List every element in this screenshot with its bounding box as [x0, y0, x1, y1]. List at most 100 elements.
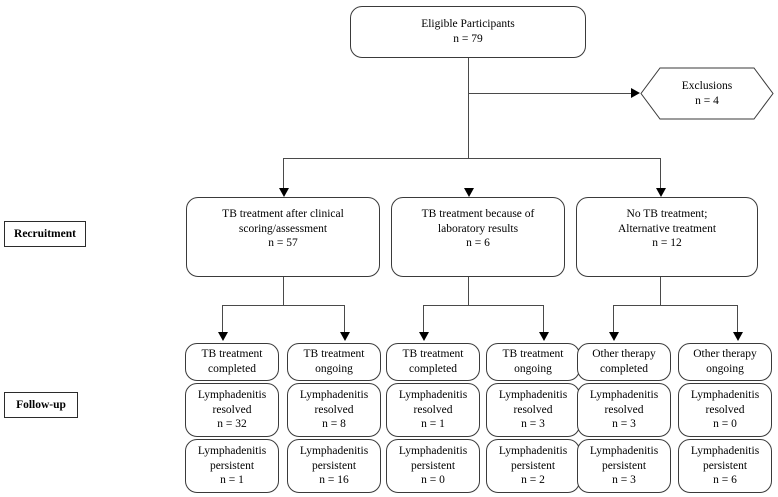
node-followup-persistent-3: Lymphadenitis persistent n = 0 [386, 439, 480, 493]
followup-4-persistent-count: n = 2 [521, 474, 545, 487]
followup-5-header-line1: Other therapy [592, 348, 656, 361]
node-eligible-participants: Eligible Participants n = 79 [350, 6, 586, 58]
connector-split-left-2 [423, 305, 424, 333]
followup-5-resolved-count: n = 3 [612, 418, 636, 431]
followup-4-persistent-line1: Lymphadenitis [498, 445, 568, 458]
followup-6-header-line2: ongoing [706, 363, 744, 375]
followup-1-resolved-count: n = 32 [217, 418, 247, 431]
connector-split-bar-1 [222, 305, 345, 306]
node-followup-resolved-6: Lymphadenitis resolved n = 0 [678, 383, 772, 437]
connector-recruitment-distribution-bar [283, 158, 661, 159]
node-recruitment-clinical-scoring: TB treatment after clinical scoring/asse… [186, 197, 380, 277]
node-followup-resolved-4: Lymphadenitis resolved n = 3 [486, 383, 580, 437]
exclusions-count: n = 4 [695, 94, 719, 107]
followup-5-header-line2: completed [600, 363, 648, 375]
connector-split-stem-2 [468, 277, 469, 305]
connector-split-left-3 [613, 305, 614, 333]
followup-6-resolved-count: n = 0 [713, 418, 737, 431]
eligible-participants-title: Eligible Participants [421, 18, 515, 31]
followup-2-persistent-line2: persistent [311, 459, 357, 472]
followup-3-header-line1: TB treatment [402, 348, 464, 361]
followup-3-resolved-line1: Lymphadenitis [398, 389, 468, 402]
arrow-down-icon-followup-5 [609, 332, 619, 341]
connector-split-right-3 [737, 305, 738, 333]
followup-4-resolved-count: n = 3 [521, 418, 545, 431]
followup-5-resolved-line2: resolved [604, 403, 644, 416]
node-followup-persistent-6: Lymphadenitis persistent n = 6 [678, 439, 772, 493]
connector-split-right-1 [344, 305, 345, 333]
arrow-down-icon-followup-3 [419, 332, 429, 341]
eligible-participants-count: n = 79 [453, 33, 483, 45]
followup-5-persistent-line2: persistent [601, 459, 647, 472]
recruitment-3-line1: No TB treatment; [626, 208, 708, 220]
followup-6-persistent-line2: persistent [702, 459, 748, 472]
recruitment-3-count: n = 12 [652, 237, 682, 250]
node-followup-header-4: TB treatment ongoing [486, 343, 580, 381]
recruitment-1-count: n = 57 [268, 237, 298, 250]
followup-2-resolved-line2: resolved [314, 403, 354, 416]
connector-trunk-vertical [468, 58, 469, 158]
connector-exclusions-horizontal [468, 93, 631, 94]
node-followup-resolved-1: Lymphadenitis resolved n = 32 [185, 383, 279, 437]
recruitment-2-line2: laboratory results [437, 222, 519, 235]
followup-6-persistent-count: n = 6 [713, 474, 737, 487]
node-followup-resolved-3: Lymphadenitis resolved n = 1 [386, 383, 480, 437]
node-recruitment-laboratory-results: TB treatment because of laboratory resul… [391, 197, 565, 277]
followup-2-header-line1: TB treatment [303, 348, 365, 361]
connector-split-left-1 [222, 305, 223, 333]
connector-recruitment-drop-right [660, 158, 661, 189]
followup-1-resolved-line1: Lymphadenitis [197, 389, 267, 402]
connector-split-stem-1 [283, 277, 284, 305]
stage-label-recruitment: Recruitment [4, 221, 86, 247]
followup-1-persistent-line2: persistent [209, 459, 255, 472]
followup-3-persistent-line1: Lymphadenitis [398, 445, 468, 458]
followup-3-resolved-line2: resolved [413, 403, 453, 416]
followup-5-persistent-line1: Lymphadenitis [589, 445, 659, 458]
node-followup-header-3: TB treatment completed [386, 343, 480, 381]
connector-split-bar-3 [613, 305, 737, 306]
arrow-right-icon-exclusions [631, 88, 640, 98]
recruitment-1-line1: TB treatment after clinical [222, 208, 344, 220]
stage-label-follow-up-text: Follow-up [16, 399, 66, 411]
followup-1-header-line1: TB treatment [201, 348, 263, 361]
followup-5-persistent-count: n = 3 [612, 474, 636, 487]
arrow-down-icon-followup-4 [539, 332, 549, 341]
node-followup-persistent-2: Lymphadenitis persistent n = 16 [287, 439, 381, 493]
exclusions-title: Exclusions [681, 79, 733, 92]
arrow-down-icon-followup-1 [218, 332, 228, 341]
recruitment-1-line2: scoring/assessment [238, 222, 328, 235]
node-followup-persistent-1: Lymphadenitis persistent n = 1 [185, 439, 279, 493]
node-followup-header-5: Other therapy completed [577, 343, 671, 381]
node-followup-persistent-5: Lymphadenitis persistent n = 3 [577, 439, 671, 493]
connector-split-bar-2 [423, 305, 543, 306]
connector-split-right-2 [543, 305, 544, 333]
node-followup-persistent-4: Lymphadenitis persistent n = 2 [486, 439, 580, 493]
node-followup-header-2: TB treatment ongoing [287, 343, 381, 381]
followup-4-header-line2: ongoing [514, 363, 552, 375]
arrow-down-icon-recruitment-1 [279, 188, 289, 197]
connector-split-stem-3 [660, 277, 661, 305]
followup-2-resolved-count: n = 8 [322, 418, 346, 431]
followup-4-persistent-line2: persistent [510, 459, 556, 472]
arrow-down-icon-recruitment-3 [656, 188, 666, 197]
hexagon-shape-icon [640, 67, 774, 120]
stage-label-follow-up: Follow-up [4, 392, 78, 418]
followup-6-header-line1: Other therapy [693, 348, 757, 361]
followup-1-persistent-line1: Lymphadenitis [197, 445, 267, 458]
followup-4-resolved-line2: resolved [513, 403, 553, 416]
arrow-down-icon-followup-6 [733, 332, 743, 341]
followup-1-resolved-line2: resolved [212, 403, 252, 416]
node-exclusions: Exclusions n = 4 [640, 67, 774, 120]
followup-4-resolved-line1: Lymphadenitis [498, 389, 568, 402]
recruitment-3-line2: Alternative treatment [617, 222, 717, 235]
node-followup-header-1: TB treatment completed [185, 343, 279, 381]
followup-6-persistent-line1: Lymphadenitis [690, 445, 760, 458]
followup-1-header-line2: completed [208, 363, 256, 375]
followup-3-persistent-line2: persistent [410, 459, 456, 472]
followup-2-persistent-count: n = 16 [319, 474, 349, 487]
followup-3-resolved-count: n = 1 [421, 418, 445, 431]
node-followup-header-6: Other therapy ongoing [678, 343, 772, 381]
node-followup-resolved-2: Lymphadenitis resolved n = 8 [287, 383, 381, 437]
followup-3-header-line2: completed [409, 363, 457, 375]
followup-6-resolved-line1: Lymphadenitis [690, 389, 760, 402]
